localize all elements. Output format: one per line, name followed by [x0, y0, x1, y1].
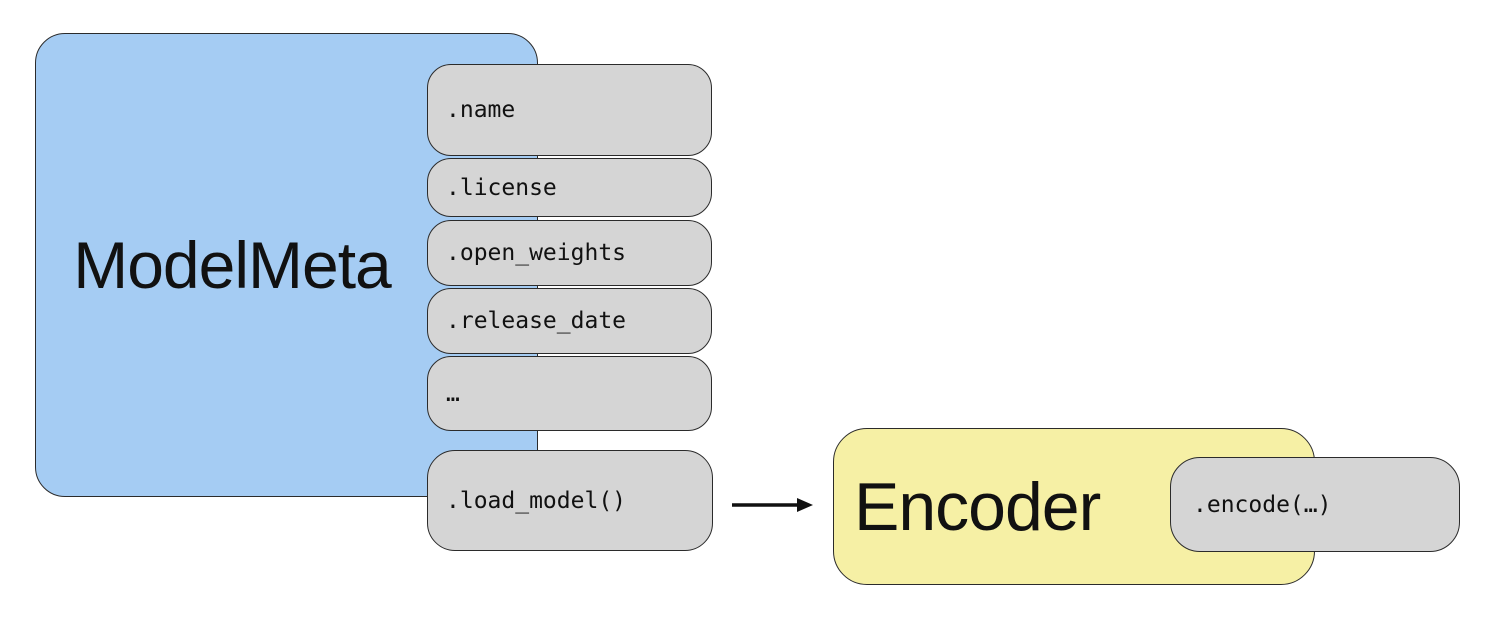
method-box-encode: .encode(…) [1170, 457, 1460, 552]
attribute-box-open-weights: .open_weights [427, 220, 712, 286]
encoder-class-box: Encoder [833, 428, 1315, 585]
method-box-load-model: .load_model() [427, 450, 713, 551]
attribute-label-name: .name [446, 97, 516, 123]
method-label-load-model: .load_model() [446, 487, 627, 514]
attribute-box-ellipsis: … [427, 356, 712, 431]
attribute-label-open-weights: .open_weights [446, 240, 627, 266]
method-label-encode: .encode(…) [1193, 491, 1332, 518]
flow-arrow-icon [732, 498, 813, 512]
attribute-label-license: .license [446, 174, 557, 201]
encoder-title: Encoder [854, 468, 1101, 545]
attribute-box-name: .name [427, 64, 712, 156]
attribute-box-license: .license [427, 158, 712, 217]
modelmeta-title: ModelMeta [73, 228, 392, 302]
attribute-box-release-date: .release_date [427, 288, 712, 354]
attribute-label-release-date: .release_date [446, 308, 627, 334]
attribute-label-ellipsis: … [446, 380, 460, 407]
